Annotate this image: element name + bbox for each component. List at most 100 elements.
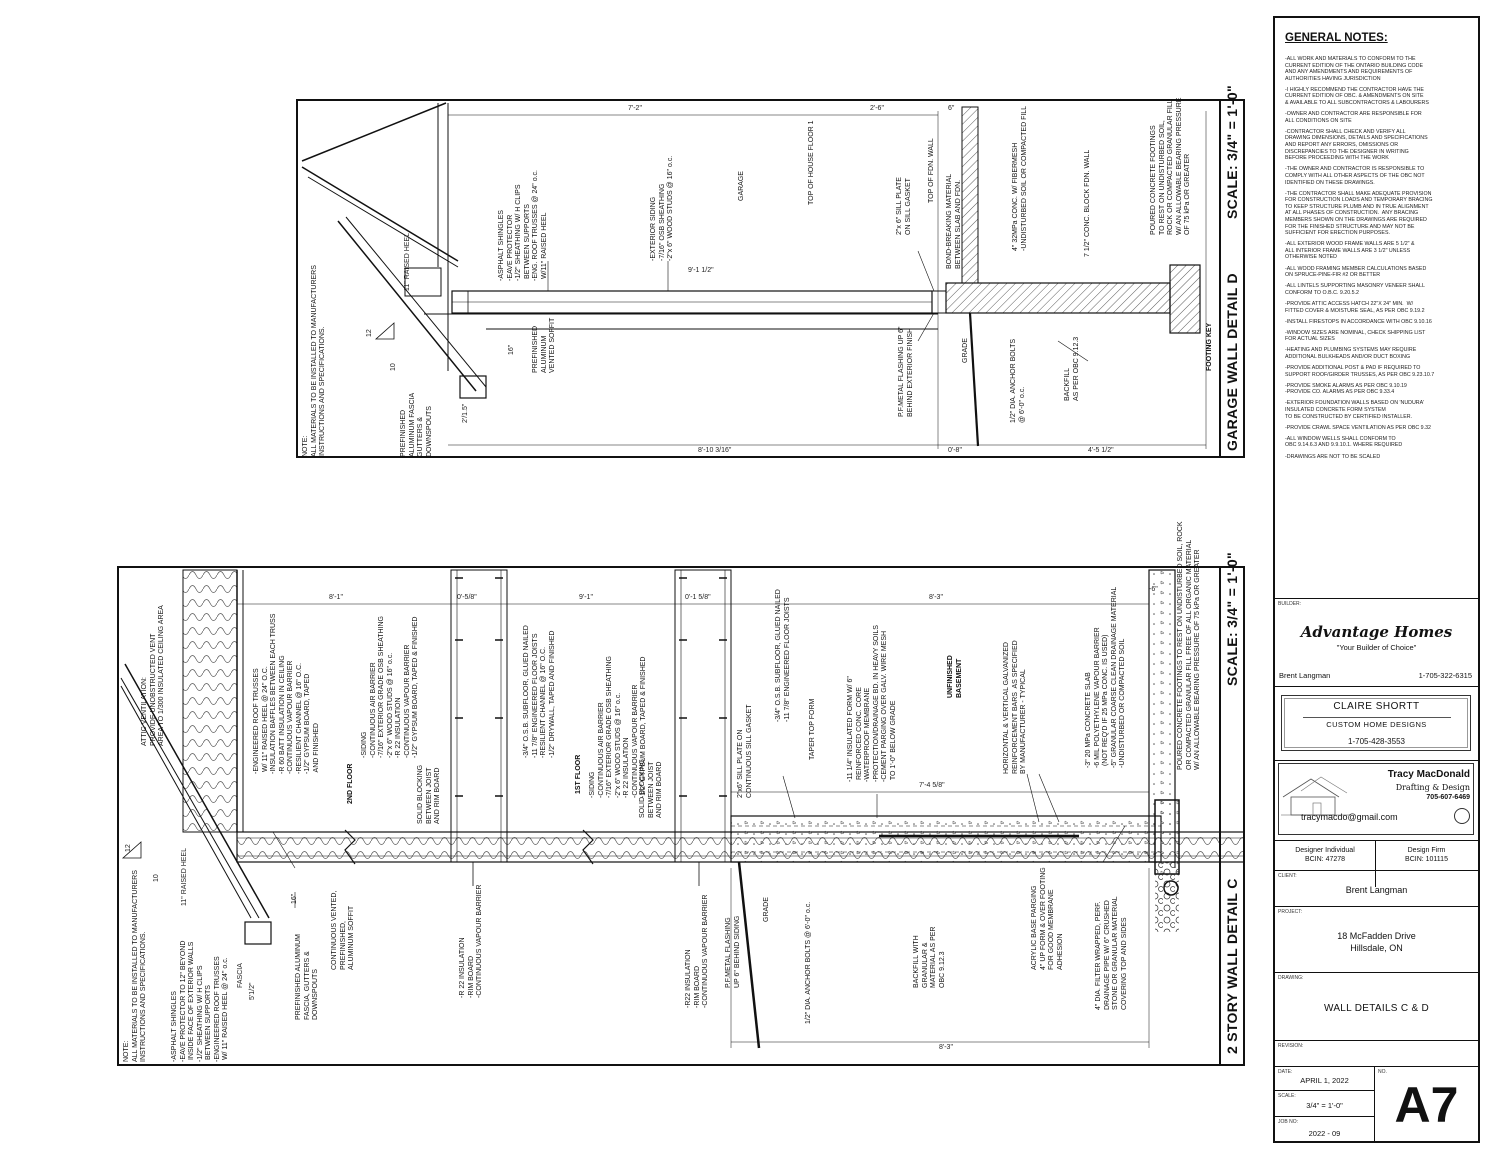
detail-d-garage-label: GARAGE [738, 171, 745, 201]
sheet-number: A7 [1394, 1077, 1459, 1133]
general-note-item: -OWNER AND CONTRACTOR ARE RESPONSIBLE FO… [1285, 111, 1422, 124]
drafter-name: Tracy MacDonald [1387, 769, 1470, 780]
general-note-item: -ALL WINDOW WELLS SHALL CONFORM TO OBC 9… [1285, 435, 1403, 449]
drawing-section: DRAWING: WALL DETAILS C & D [1275, 972, 1478, 1038]
detail-c-dim-bot: 8'-3" [939, 1044, 953, 1051]
detail-c-backfill-label: BACKFILL WITH GRANULAR & MATERIAL AS PER… [913, 926, 946, 988]
detail-c-fascia: FASCIA [237, 963, 244, 988]
detail-c-slope-rise: 10 [153, 874, 160, 882]
detail-c-dim-mid: 7'-4 5/8" [919, 782, 945, 789]
detail-c-raised-heel: 11" RAISED HEEL [181, 848, 188, 906]
general-note-item: -DRAWINGS ARE NOT TO BE SCALED [1285, 453, 1381, 460]
detail-c-gutters-label: PREFINISHED ALUMINUM FASCIA, GUTTERS & D… [295, 934, 319, 1020]
detail-c-subfloor2-label: -3/4" O.S.B. SUBFLOOR, GLUED NAILED -11 … [523, 625, 556, 758]
general-notes-heading: GENERAL NOTES: [1285, 32, 1388, 44]
general-notes: GENERAL NOTES: -ALL WORK AND MATERIALS T… [1285, 32, 1475, 592]
firm-section: CLAIRE SHORTT CUSTOM HOME DESIGNS 1-705-… [1275, 686, 1478, 760]
general-note-item: -ALL EXTERIOR WOOD FRAME WALLS ARE 5 1/2… [1285, 241, 1415, 261]
detail-c-wall2-label: -SIDING -CONTINUOUS AIR BARRIER -7/16" E… [361, 616, 419, 758]
date-value: APRIL 1, 2022 [1300, 1076, 1349, 1085]
detail-c-overhang: 5'1/2" [249, 982, 256, 1000]
detail-c-basement-label: UNFINISHED BASEMENT [947, 655, 963, 698]
detail-c-blocking2-label: SOLID BLOCKING BETWEEN JOIST AND RIM BOA… [417, 764, 441, 824]
firm-divider [1303, 717, 1451, 718]
builder-phone: 1-705-322-6315 [1418, 671, 1472, 680]
general-note-item: -PROVIDE CRAWL SPACE VENTILATION AS PER … [1285, 424, 1431, 431]
drafter-email: tracymacdo@gmail.com [1301, 812, 1398, 822]
project-section: PROJECT: 18 McFadden Drive Hillsdale, ON [1275, 906, 1478, 972]
detail-d-fascia-label: PREFINISHED ALUMINUM FASCIA GUTTERS & DO… [400, 392, 433, 457]
project-tag: PROJECT: [1278, 909, 1303, 915]
detail-c-dim-top-c: 9'-1" [579, 594, 593, 601]
detail-d-backfill-label: BACKFILL AS PER OBC 9.12.3 [1064, 336, 1080, 401]
builder-slogan: "Your Builder of Choice" [1336, 643, 1417, 652]
scale-section: SCALE: 3/4" = 1'-0" [1275, 1090, 1375, 1116]
firm-bcin: BCIN: 101115 [1405, 856, 1448, 863]
general-note-item: -THE CONTRACTOR SHALL MAKE ADEQUATE PROV… [1285, 190, 1433, 237]
detail-c-panel: NOTE: ALL MATERIALS TO BE INSTALLED TO M… [117, 521, 1245, 1066]
detail-d-dim-top-c: 6" [948, 105, 955, 112]
detail-c-dim-top-a: 8'-1" [329, 594, 343, 601]
detail-c-subfloor1-label: -3/4" O.S.B. SUBFLOOR, GLUED NAILED -11 … [775, 589, 791, 722]
detail-c-dim-top-b: 0'-5/8" [457, 594, 477, 601]
detail-d-footing-key: FOOTING KEY [1206, 322, 1213, 371]
detail-d-footing-label: POURED CONCRETE FOOTINGS TO REST ON UNDI… [1150, 97, 1191, 235]
detail-d-bond-label: BOND-BREAKING MATERIAL BETWEEN SLAB AND … [946, 173, 962, 269]
detail-c-dim-top-d: 0'-1 5/8" [685, 594, 711, 601]
detail-c-scale: SCALE: 3/4" = 1'-0" [1224, 552, 1240, 686]
detail-d-slope-rise: 10 [390, 363, 397, 371]
general-note-item: -INSTALL FIRESTOPS IN ACCORDANCE WITH OB… [1285, 318, 1432, 325]
drafter-sub: Drafting & Design [1395, 783, 1470, 792]
firm-sub: CUSTOM HOME DESIGNS [1326, 720, 1427, 729]
detail-c-title: 2 STORY WALL DETAIL C [1224, 878, 1240, 1054]
sheet-section: NO. A7 [1375, 1066, 1478, 1143]
firm-label: Design Firm [1407, 847, 1446, 854]
detail-d-panel: NOTE: ALL MATERIALS TO BE INSTALLED TO M… [296, 85, 1245, 458]
detail-d-note: NOTE: ALL MATERIALS TO BE INSTALLED TO M… [302, 265, 326, 457]
general-note-item: -PROVIDE ATTIC ACCESS HATCH 22"x 24" MIN… [1285, 300, 1425, 314]
detail-c-rim2-label: -R 22 INSULATION -RIM BOARD -CONTINUOUS … [459, 884, 483, 998]
drafter-box [1278, 763, 1474, 835]
firm-phone: 1-705-428-3553 [1348, 737, 1405, 746]
detail-d-slab-label: 4" 32MPa CONC. W/ FIBERMESH -UNDISTURBED… [1012, 105, 1028, 251]
detail-c-scale-strip [1219, 568, 1245, 1064]
detail-c-ceiling-label: -ENGINEERED ROOF TRUSSES W/ 11" RAISED H… [253, 613, 320, 774]
job-tag: JOB NO: [1278, 1119, 1299, 1125]
detail-c-dim-top-e: 8'-3" [929, 594, 943, 601]
job-value: 2022 - 09 [1308, 1129, 1341, 1138]
detail-c-anchor-label: 1/2" DIA. ANCHOR BOLTS @ 6'-0" o.c. [805, 901, 812, 1024]
detail-d-raised-heel: 11" RAISED HEEL [404, 233, 411, 291]
house-sketch-icon [1281, 776, 1351, 816]
detail-c-icf-label: -11 1/4" INSULATED FORM W/ 6" REINFORCED… [847, 625, 897, 782]
job-section: JOB NO: 2022 - 09 [1275, 1116, 1375, 1143]
client-tag: CLIENT: [1278, 873, 1297, 879]
builder-name: Advantage Homes [1300, 623, 1453, 641]
detail-c-soffit-dim: 16" [291, 893, 298, 904]
general-note-item: -CONTRACTOR SHALL CHECK AND VERIFY ALL D… [1285, 128, 1428, 162]
firm-name: CLAIRE SHORTT [1333, 701, 1420, 712]
general-note-item: -WINDOW SIZES ARE NOMINAL, CHECK SHIPPIN… [1285, 329, 1426, 343]
detail-c-dim-top-f: -6" [1149, 586, 1158, 593]
detail-d-top-house: TOP OF HOUSE FLOOR 1 [808, 120, 815, 205]
detail-d-dim-top-a: 7'-2" [628, 105, 642, 112]
general-note-item: -ALL LINTELS SUPPORTING MASONRY VENEER S… [1285, 283, 1425, 296]
detail-d-drawing [301, 102, 1207, 449]
title-block: GENERAL NOTES: -ALL WORK AND MATERIALS T… [1273, 16, 1480, 1143]
general-note-item: -THE OWNER AND CONTRACTOR IS RESPONSIBLE… [1285, 166, 1425, 186]
detail-d-scale-strip [1219, 101, 1245, 456]
detail-c-drawing [120, 569, 1243, 1049]
detail-c-rim1-label: -R22 INSULATION -RIM BOARD -CONTINUOUS V… [685, 894, 709, 1008]
detail-c-slab-label: -3" 20 MPa CONCRETE SLAB -6 MIL POLYETHY… [1085, 586, 1126, 768]
detail-d-slope-run: 12 [366, 329, 373, 337]
drawing-name: WALL DETAILS C & D [1323, 1003, 1430, 1014]
client-section: CLIENT: Brent Langman [1275, 870, 1478, 906]
detail-c-soffit-label: CONTINUOUS VENTED, PREFINISHED, ALUMINUM… [331, 890, 355, 970]
general-note-item: -ALL WOOD FRAMING MEMBER CALCULATIONS BA… [1285, 265, 1427, 279]
detail-d-anchor-label: 1/2" DIA. ANCHOR BOLTS @ 6'-0" o.c. [1010, 338, 1026, 423]
general-note-item: -HEATING AND PLUMBING SYSTEMS MAY REQUIR… [1285, 347, 1417, 360]
drafter-phone: 705-607-6469 [1426, 794, 1470, 801]
detail-d-dim-bot-c: 4'-5 1/2" [1088, 447, 1114, 454]
detail-c-flashing-label: P.F.METAL FLASHING UP 6" BEHIND SIDING [725, 915, 741, 988]
scale-value: 3/4" = 1'-0" [1306, 1101, 1343, 1110]
firm-box [1281, 695, 1471, 751]
